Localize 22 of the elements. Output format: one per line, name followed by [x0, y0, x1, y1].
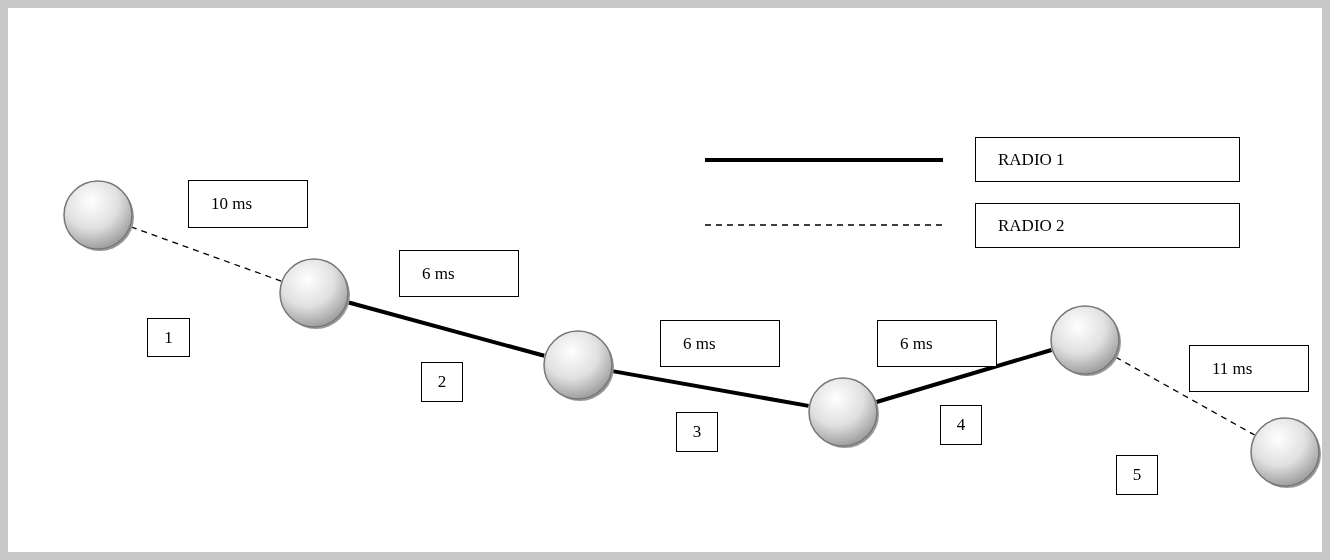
node-circle: [62, 179, 136, 253]
hop-number: 5: [1116, 455, 1158, 495]
connector-line: [130, 226, 282, 282]
node-circle: [542, 329, 616, 403]
node-circle: [807, 376, 881, 450]
latency-label: 6 ms: [660, 320, 780, 367]
legend-label: RADIO 1: [975, 137, 1240, 182]
legend-label: RADIO 2: [975, 203, 1240, 248]
latency-label: 6 ms: [877, 320, 997, 367]
hop-number: 2: [421, 362, 463, 402]
hop-number: 1: [147, 318, 190, 357]
node-circle: [278, 257, 352, 331]
hop-number: 3: [676, 412, 718, 452]
latency-label: 10 ms: [188, 180, 308, 228]
connector-line: [347, 300, 545, 358]
hop-number: 4: [940, 405, 982, 445]
connector-line: [612, 369, 809, 408]
latency-label: 11 ms: [1189, 345, 1309, 392]
latency-label: 6 ms: [399, 250, 519, 297]
connector-line: [876, 348, 1052, 404]
node-circle: [1049, 304, 1123, 378]
node-circle: [1249, 416, 1323, 490]
